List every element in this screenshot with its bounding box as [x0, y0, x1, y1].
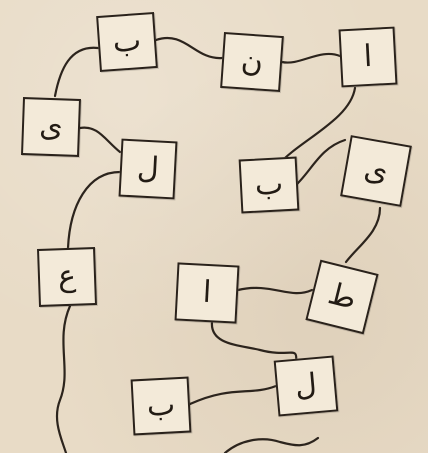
tile-letter: ی — [362, 154, 390, 188]
line-ba-to-ye-left — [55, 48, 98, 96]
line-ba-right-to-ye-right — [296, 140, 345, 185]
line-ain-tail — [57, 306, 70, 453]
tile-letter: ی — [39, 112, 64, 143]
letter-tile-alif-middle[interactable]: ا — [175, 262, 240, 323]
line-ye-right-to-ta — [346, 208, 380, 262]
tile-letter: ا — [363, 42, 373, 72]
line-ba-to-nun — [156, 38, 222, 58]
tile-letter: ب — [146, 390, 176, 421]
letter-tile-ba-bottom[interactable]: ب — [131, 377, 192, 436]
line-ta-to-alif-middle — [238, 288, 312, 293]
tile-letter: ل — [136, 153, 159, 184]
line-bottom-right-loop — [225, 438, 318, 453]
letter-tile-lam-bottom[interactable]: ل — [274, 355, 339, 416]
line-alif-to-ba-right — [278, 88, 355, 165]
letter-tile-ye-right[interactable]: ی — [340, 135, 412, 207]
line-lam-to-ain — [68, 172, 120, 248]
tile-letter: ع — [58, 262, 77, 293]
line-lam-bottom-to-ba-bottom — [190, 386, 276, 404]
tile-letter: ل — [294, 370, 318, 402]
tile-letter: ا — [202, 278, 212, 308]
line-ye-to-lam — [80, 128, 120, 152]
letter-tile-ain[interactable]: ع — [37, 247, 97, 307]
letter-tile-lam-left[interactable]: ل — [119, 139, 178, 200]
letter-tile-ba-top[interactable]: ب — [96, 12, 158, 72]
letter-tile-ba-right[interactable]: ب — [239, 157, 300, 214]
letter-tile-alif-top[interactable]: ا — [339, 27, 398, 88]
line-nun-to-alif — [282, 54, 340, 63]
letter-tile-nun[interactable]: ن — [220, 32, 284, 92]
tile-letter: ب — [112, 26, 142, 58]
tile-letter: ب — [254, 169, 284, 200]
tile-letter: ن — [240, 46, 264, 77]
line-alif-middle-to-lam-bottom — [212, 322, 296, 362]
letter-tile-ye-left[interactable]: ی — [21, 97, 81, 157]
tile-letter: ط — [325, 279, 359, 315]
